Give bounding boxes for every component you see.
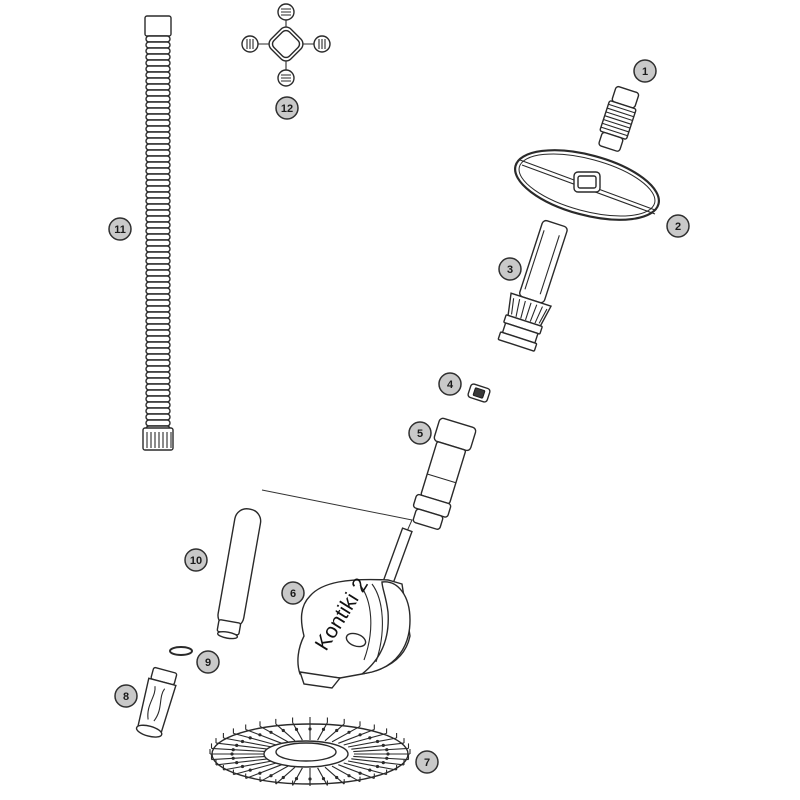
- svg-text:4: 4: [447, 379, 454, 391]
- part-10-handle-pipe: [216, 508, 262, 640]
- callout-6: 6: [281, 581, 305, 605]
- assembly-leader-line: [261, 489, 413, 557]
- svg-text:3: 3: [507, 264, 513, 276]
- part-12-cross-piece: [241, 3, 331, 87]
- callout-2: 2: [666, 214, 690, 238]
- callout-5: 5: [408, 421, 432, 445]
- part-8-handle-grip: [135, 666, 178, 738]
- part-6-cleaner-body: Kontiki 2: [297, 527, 413, 689]
- svg-text:2: 2: [675, 221, 681, 233]
- callout-12: 12: [275, 96, 299, 120]
- part-4-nut: [467, 383, 491, 403]
- callout-1: 1: [633, 59, 657, 83]
- callout-10: 10: [184, 548, 208, 572]
- svg-text:6: 6: [290, 588, 296, 600]
- svg-text:9: 9: [205, 657, 211, 669]
- svg-text:8: 8: [123, 691, 129, 703]
- svg-text:10: 10: [190, 555, 202, 567]
- part-5-extension-tube: [412, 417, 477, 530]
- part-9-o-ring: [169, 646, 193, 656]
- svg-text:1: 1: [642, 66, 648, 78]
- callout-7: 7: [415, 750, 439, 774]
- callout-9: 9: [196, 650, 220, 674]
- callout-4: 4: [438, 372, 462, 396]
- callout-11: 11: [108, 217, 132, 241]
- callout-8: 8: [114, 684, 138, 708]
- svg-text:5: 5: [417, 428, 423, 440]
- callout-3: 3: [498, 257, 522, 281]
- part-2-deflector-ring: [514, 149, 660, 221]
- part-11-hose: [142, 15, 174, 451]
- svg-text:12: 12: [281, 103, 293, 115]
- part-1-connector: [598, 85, 640, 152]
- svg-text:11: 11: [114, 224, 126, 236]
- svg-text:7: 7: [424, 757, 430, 769]
- part-3-swivel-tube: [497, 219, 568, 352]
- part-7-bristle-skirt: [209, 717, 411, 786]
